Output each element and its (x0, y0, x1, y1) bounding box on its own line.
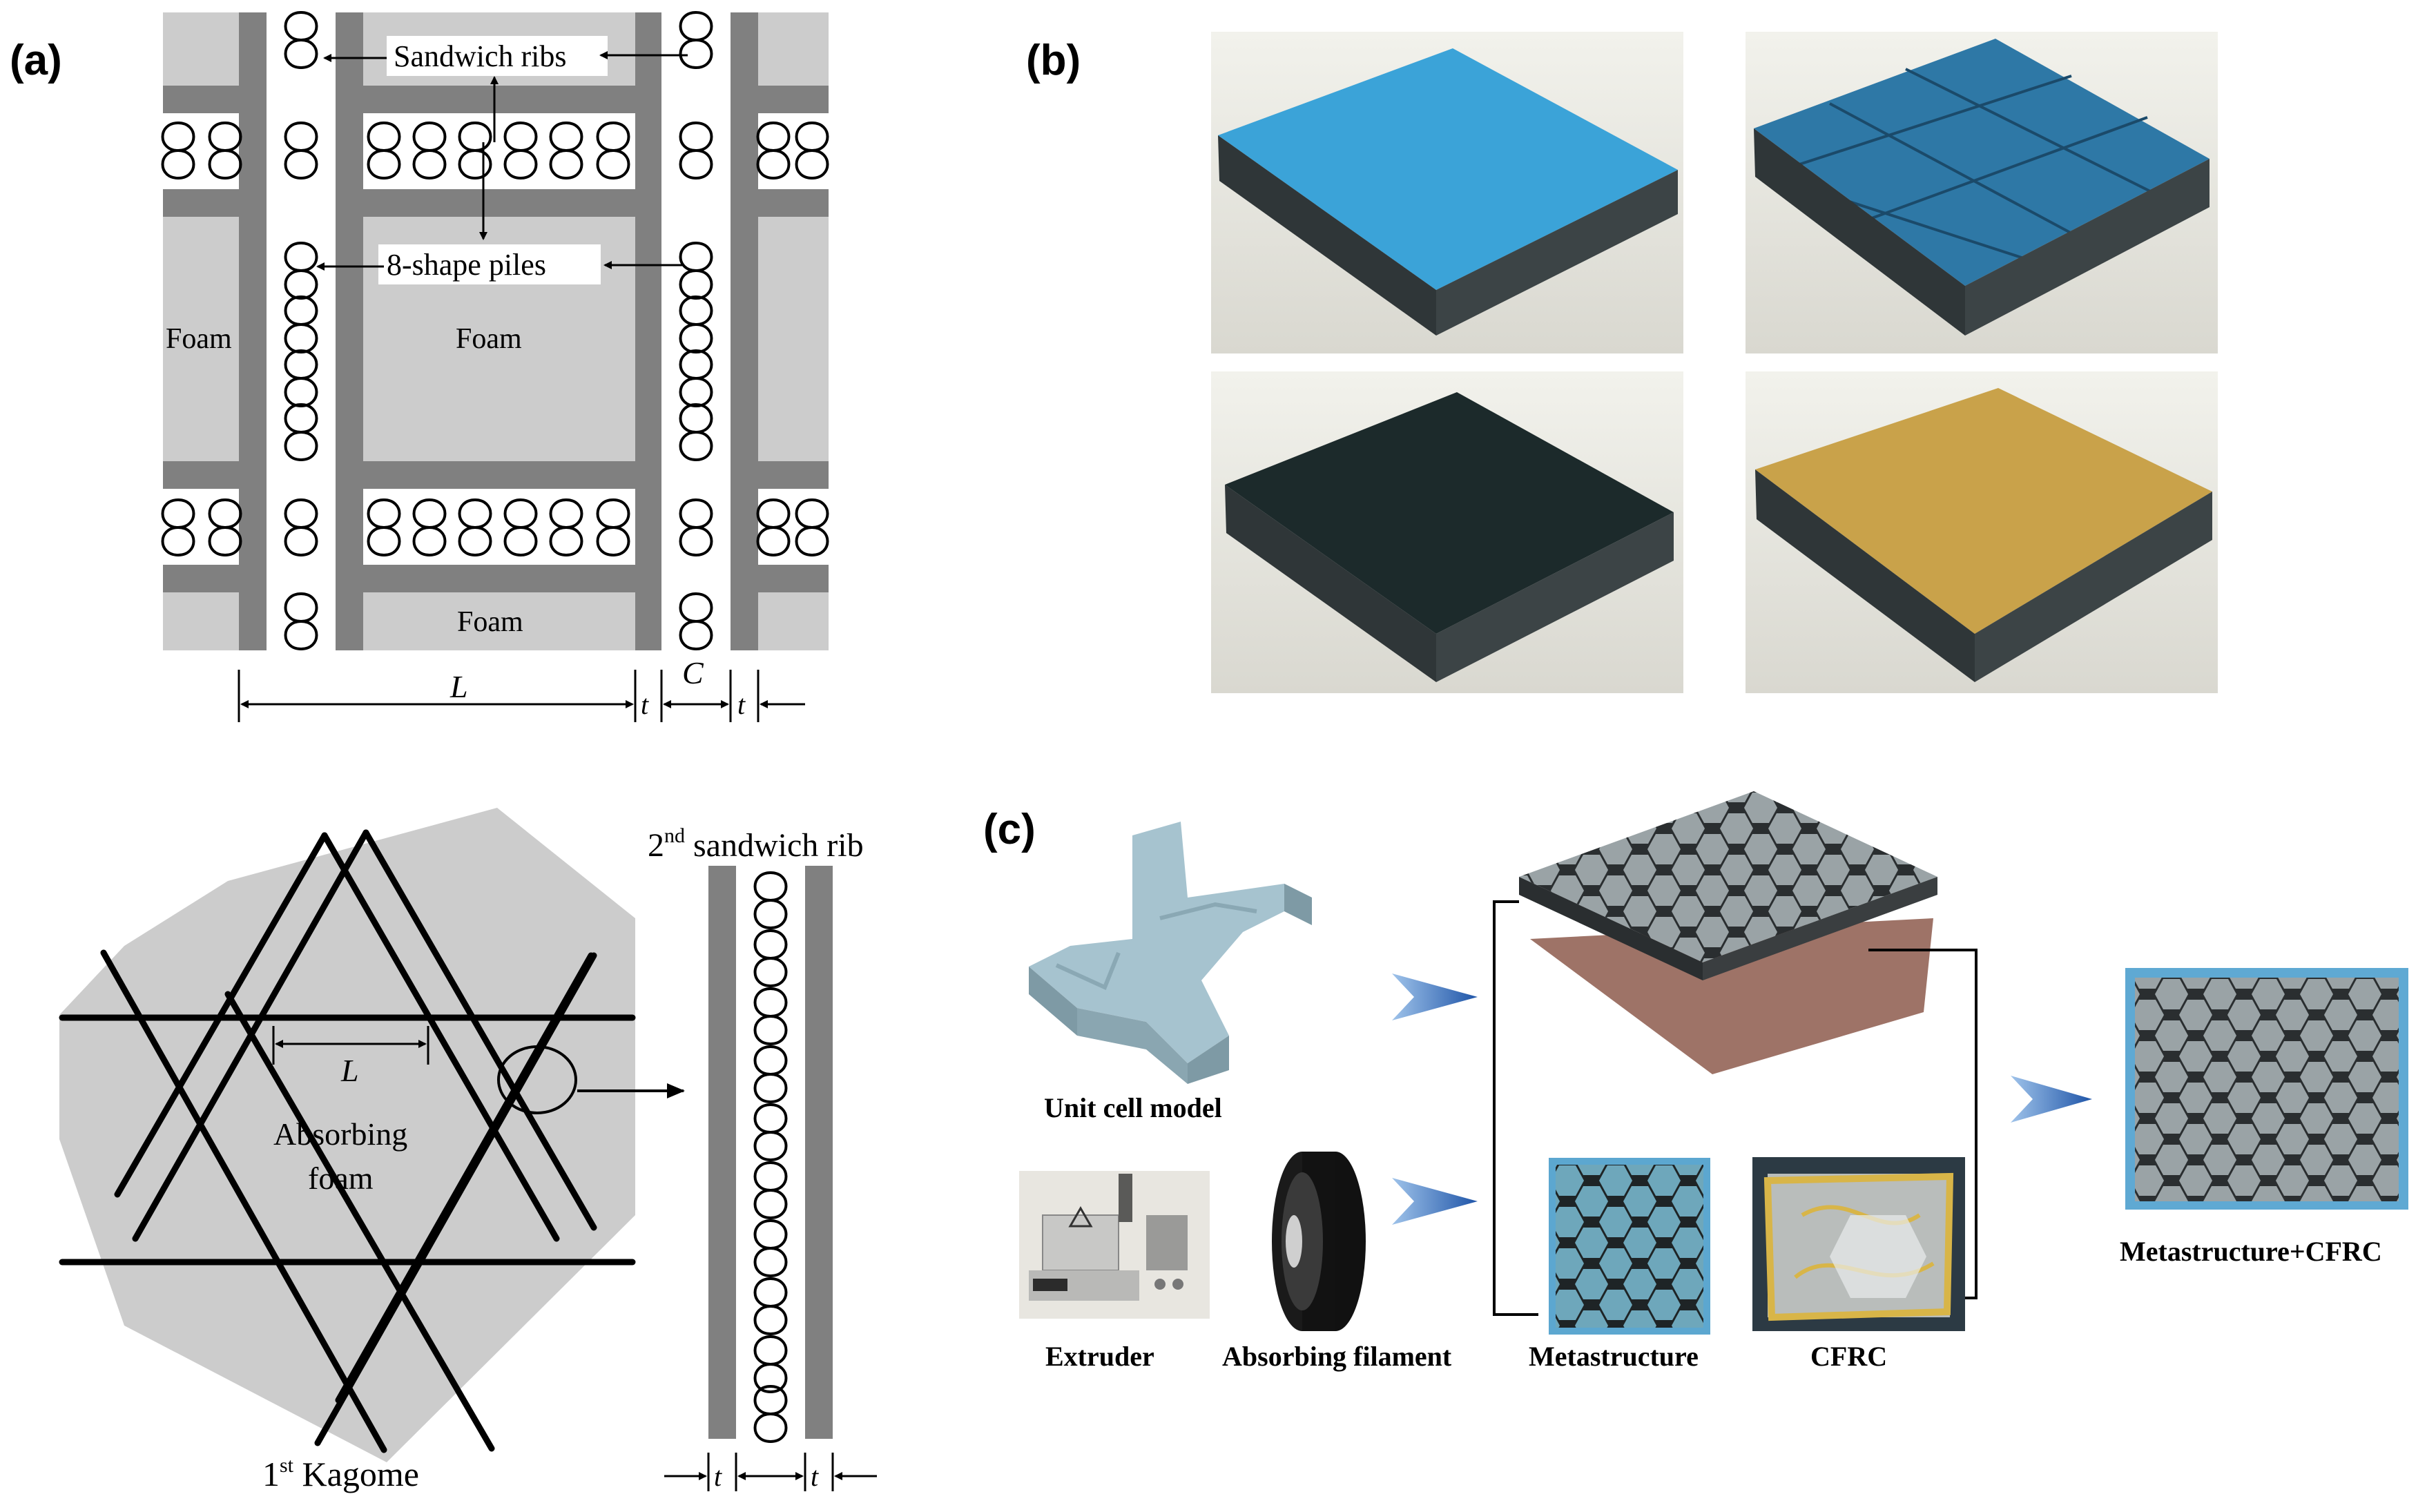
absorbing-foam-label-2: foam (308, 1161, 374, 1196)
foam-label-center: Foam (456, 323, 522, 355)
sample-photo-3 (1211, 371, 1683, 693)
absorbing-foam-label-1: Absorbing (273, 1116, 407, 1152)
final-metastructure-photo (2125, 968, 2408, 1210)
rib-vertical (731, 12, 758, 650)
panel-c: (c) Unit cell model (983, 791, 2408, 1372)
rib-dimension-lines (664, 1453, 877, 1491)
flow-arrow-2 (1392, 1178, 1478, 1225)
cfrc-caption: CFRC (1810, 1341, 1887, 1372)
rib-pile-column (267, 12, 336, 650)
metastructure-exploded-image (1519, 791, 1937, 1074)
metastructure-caption: Metastructure (1529, 1341, 1699, 1372)
rib-dim-t-1: t (714, 1461, 722, 1492)
piles-label: 8-shape piles (387, 248, 546, 282)
sample-1-top (1218, 48, 1678, 290)
sample-photo-4 (1746, 371, 2218, 693)
zoom-circle (497, 1045, 577, 1114)
kagome-lattice-lines (59, 829, 636, 1453)
final-caption: Metastructure+CFRC (2120, 1236, 2382, 1267)
sample-photo-1 (1211, 32, 1683, 353)
rib-dim-t-2: t (811, 1461, 819, 1492)
kagome-dimension-L (272, 1026, 429, 1065)
kagome-panel: L Absorbing foam 1st Kagome (59, 808, 877, 1493)
panel-a-label: (a) (10, 37, 62, 84)
dim-L-label: L (449, 669, 468, 704)
sample-2-top (1754, 39, 2210, 286)
panel-a: (a) (10, 11, 829, 722)
unit-cell-caption: Unit cell model (1044, 1092, 1222, 1123)
panel-c-label: (c) (983, 806, 1036, 853)
flow-arrow-1 (1392, 973, 1478, 1020)
sandwich-ribs-label: Sandwich ribs (394, 39, 567, 73)
sample-3-top (1225, 392, 1674, 634)
dim-C-label: C (682, 655, 704, 690)
dim-t-label: t (641, 689, 649, 720)
sample-photo-2 (1746, 32, 2218, 353)
dimension-lines (238, 670, 805, 722)
second-sandwich-rib (708, 866, 833, 1443)
sample-4-top (1755, 388, 2212, 634)
panel-b: (b) (1026, 32, 2218, 693)
dim-t-label-2: t (737, 689, 746, 720)
foam-label-left: Foam (166, 323, 232, 355)
rib-vertical (635, 12, 661, 650)
rib-vertical (336, 12, 363, 650)
kagome-caption: 1st Kagome (262, 1454, 419, 1493)
flow-arrow-3 (2011, 1076, 2092, 1123)
rib-pile-column (661, 12, 731, 650)
filament-spool-image (1272, 1152, 1366, 1331)
kagome-dim-L-label: L (340, 1053, 359, 1088)
rib-vertical (239, 12, 267, 650)
unit-cell-model-image (1029, 822, 1312, 1084)
kagome-foam-shape (59, 808, 635, 1462)
extruder-image (1019, 1171, 1210, 1319)
foam-label-bottom: Foam (457, 606, 523, 638)
metastructure-photo (1549, 1158, 1710, 1335)
cfrc-photo (1752, 1157, 1965, 1331)
extruder-caption: Extruder (1045, 1341, 1154, 1372)
filament-caption: Absorbing filament (1222, 1341, 1452, 1372)
panel-b-label: (b) (1026, 37, 1081, 84)
rib-caption: 2nd sandwich rib (648, 824, 864, 864)
